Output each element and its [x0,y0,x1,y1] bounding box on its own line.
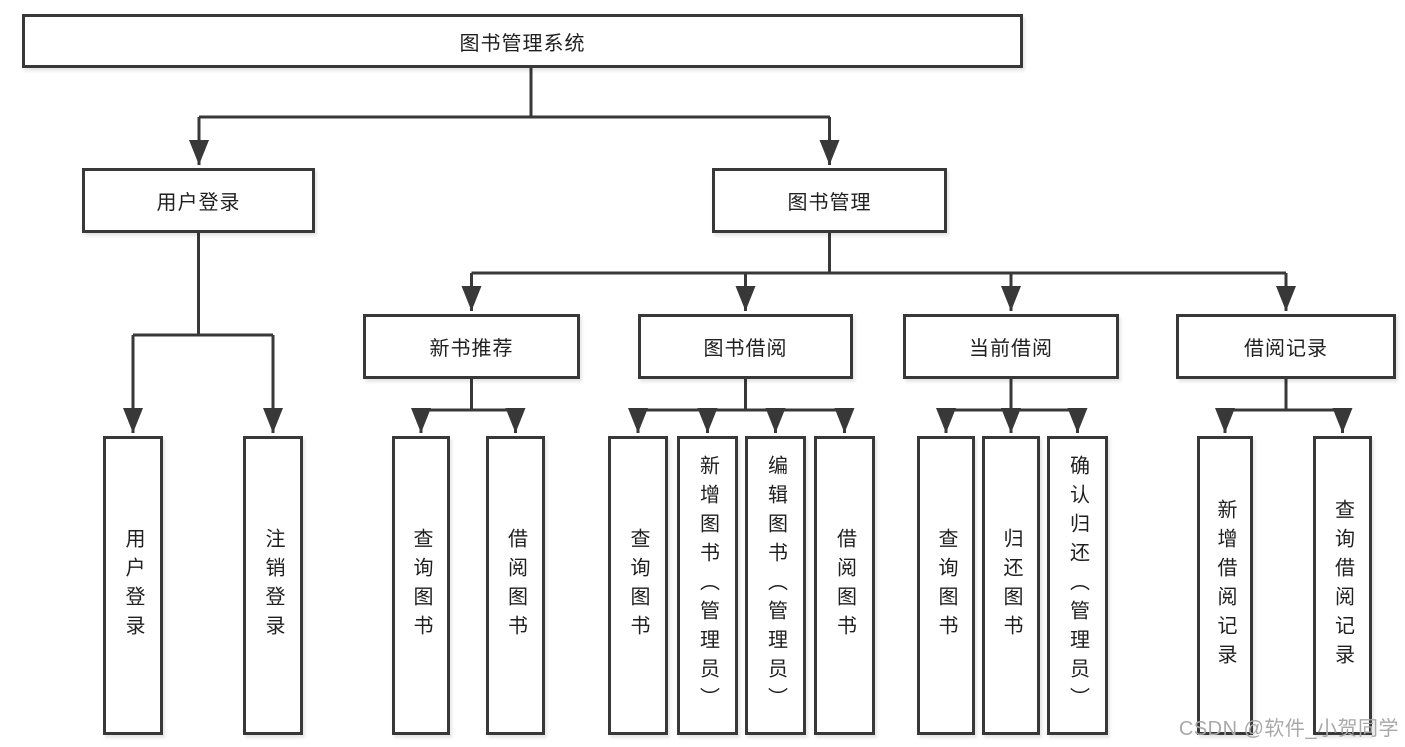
leaf-label: 归还图书 [1000,527,1022,644]
leaf-query-borrow-record: 查询借阅记录 [1313,436,1372,735]
csdn-watermark: CSDN @软件_小贺同学 [1178,718,1399,740]
leaf-borrow-books-recommend: 借阅图书 [486,436,545,735]
node-label: 用户登录 [156,192,241,214]
leaf-return-books: 归还图书 [982,436,1040,735]
leaf-label: 用户登录 [122,527,144,644]
leaf-label: 编辑图书（管理员） [764,455,787,716]
leaf-label: 查询图书 [410,527,432,644]
leaf-user-login: 用户登录 [103,436,163,735]
leaf-label: 新增借阅记录 [1214,498,1236,673]
leaf-label: 借阅图书 [504,527,527,644]
node-book-management: 图书管理 [712,168,947,233]
leaf-label: 新增图书（管理员） [696,455,719,716]
node-label: 借阅记录 [1244,338,1328,360]
leaf-label: 借阅图书 [833,527,856,644]
node-label: 图书借阅 [703,338,788,360]
leaf-borrow-books: 借阅图书 [814,436,875,735]
leaf-logout: 注销登录 [243,436,303,735]
node-current-borrowing: 当前借阅 [903,314,1119,379]
node-borrowing-records: 借阅记录 [1176,314,1396,379]
leaf-label: 确认归还（管理员） [1066,455,1089,716]
leaf-label: 查询借阅记录 [1331,498,1354,673]
leaf-label: 查询图书 [935,527,957,644]
node-label: 图书管理系统 [459,32,586,55]
node-new-book-recommendation: 新书推荐 [363,314,580,379]
node-label: 当前借阅 [969,338,1053,360]
leaf-label: 查询图书 [627,527,649,644]
leaf-query-books-current: 查询图书 [917,436,975,735]
node-book-borrowing: 图书借阅 [638,314,853,379]
leaf-confirm-return-admin: 确认归还（管理员） [1047,436,1108,735]
leaf-add-borrow-record: 新增借阅记录 [1197,436,1253,735]
leaf-query-books-borrow: 查询图书 [608,436,668,735]
node-label: 新书推荐 [429,338,514,360]
leaf-label: 注销登录 [262,527,284,644]
node-library-management-system: 图书管理系统 [22,14,1023,68]
node-user-login: 用户登录 [82,168,315,233]
leaf-edit-book-admin: 编辑图书（管理员） [745,436,806,735]
leaf-query-books-recommend: 查询图书 [392,436,450,735]
node-label: 图书管理 [787,192,872,214]
leaf-add-book-admin: 新增图书（管理员） [677,436,738,735]
